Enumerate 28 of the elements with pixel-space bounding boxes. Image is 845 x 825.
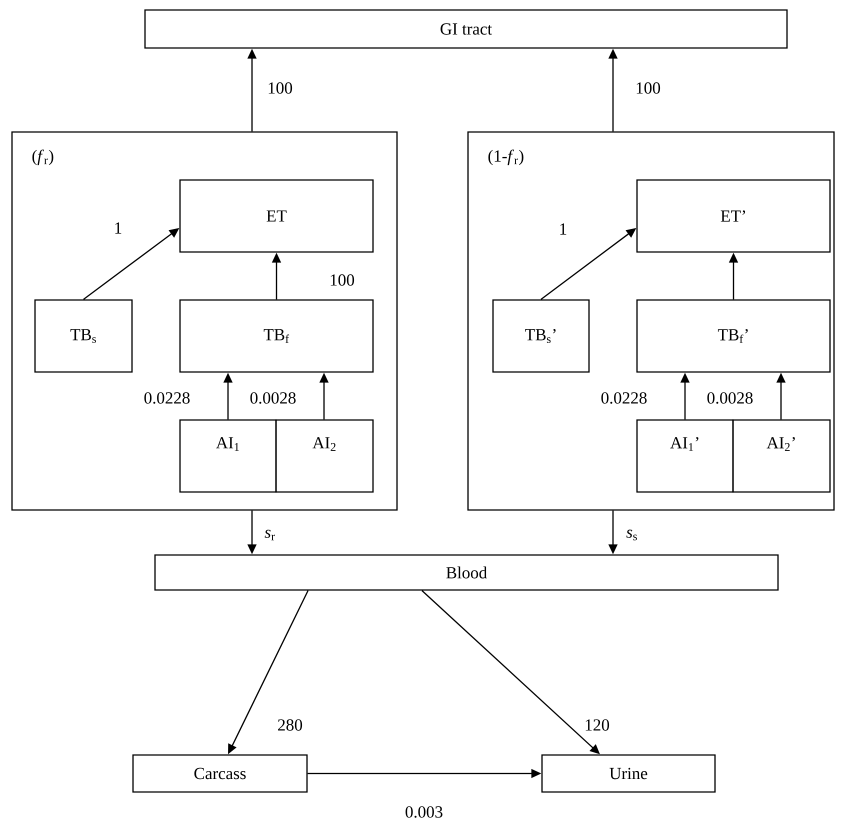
process-box: TB$_{s}$’ bbox=[492, 299, 590, 373]
process-box: AI$_{1}$’ bbox=[636, 419, 734, 493]
edge-label: 0.0228 bbox=[601, 392, 647, 404]
process-box: ET’ bbox=[636, 179, 831, 253]
edge-label: 120 bbox=[586, 719, 610, 731]
edge-label: 0.0028 bbox=[250, 392, 296, 404]
edge-label: 1 bbox=[560, 223, 566, 235]
process-box: AI$_{1}$ bbox=[179, 419, 277, 493]
process-box: GI tract bbox=[144, 9, 788, 49]
process-box: Urine bbox=[541, 754, 716, 793]
edge-label: 0.0228 bbox=[144, 392, 190, 404]
process-box: Carcass bbox=[132, 754, 308, 793]
edge-label: 100 bbox=[330, 274, 354, 286]
process-box: TB$_{f}$’ bbox=[636, 299, 831, 373]
edge-label: 1 bbox=[115, 222, 122, 234]
edge-label: s$_{r}$ bbox=[264, 530, 275, 540]
edge-label: 100 bbox=[268, 82, 292, 94]
edge-label: 0.0028 bbox=[707, 392, 753, 404]
process-box: ET bbox=[179, 179, 374, 253]
edge-label: s$_{s}$ bbox=[626, 530, 637, 540]
process-box: AI$_{2}$ bbox=[275, 419, 374, 493]
edge-label: 100 bbox=[636, 82, 660, 94]
process-box: TB$_{s}$ bbox=[34, 299, 133, 373]
process-box: TB$_{f}$ bbox=[179, 299, 374, 373]
edge-label: 0.003 bbox=[406, 806, 442, 818]
process-box: AI$_{2}$’ bbox=[732, 419, 831, 493]
edge-label: 280 bbox=[278, 719, 302, 731]
process-box: Blood bbox=[154, 554, 779, 591]
